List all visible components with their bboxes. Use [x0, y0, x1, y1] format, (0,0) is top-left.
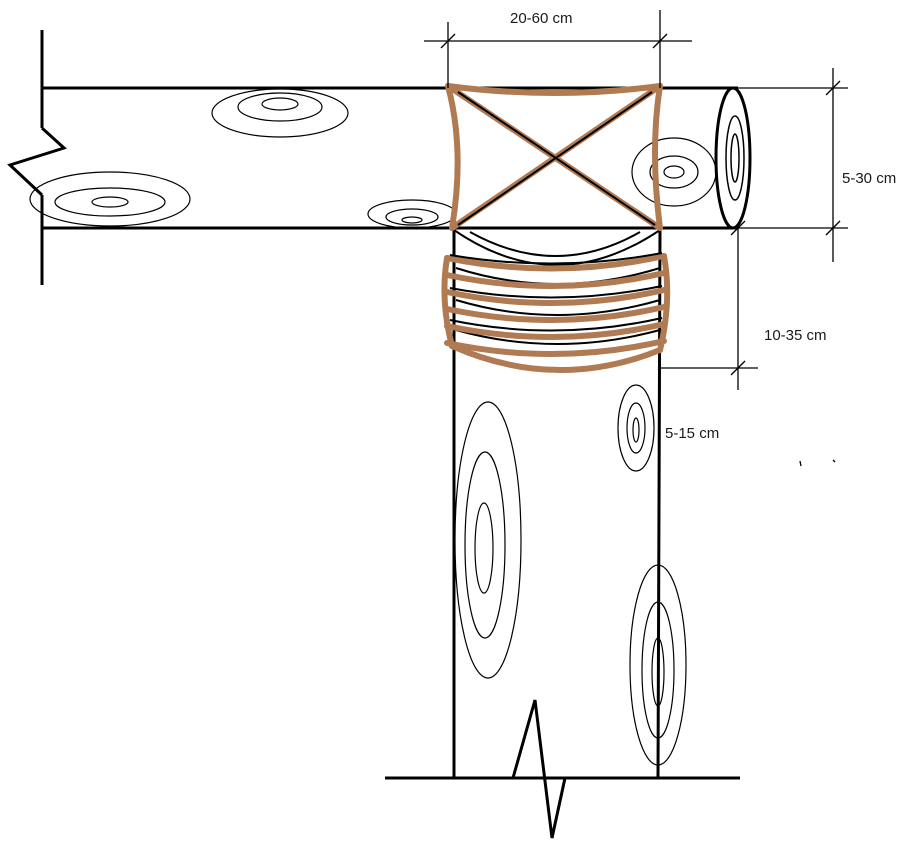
beam-wood-knots — [29, 88, 717, 229]
dimension-lines — [424, 10, 848, 467]
beam-end-grain — [725, 115, 745, 201]
lashing-width-label: 20-60 cm — [510, 10, 573, 27]
post-wood-knots — [454, 384, 687, 766]
vertical-post — [385, 227, 740, 839]
beam-height-label: 5-30 cm — [842, 170, 897, 187]
horizontal-beam — [7, 30, 752, 285]
rope-lashing-dark — [449, 91, 663, 332]
wrap-height-label: 10-35 cm — [764, 327, 827, 344]
offset-label: 5-15 cm — [665, 425, 720, 442]
